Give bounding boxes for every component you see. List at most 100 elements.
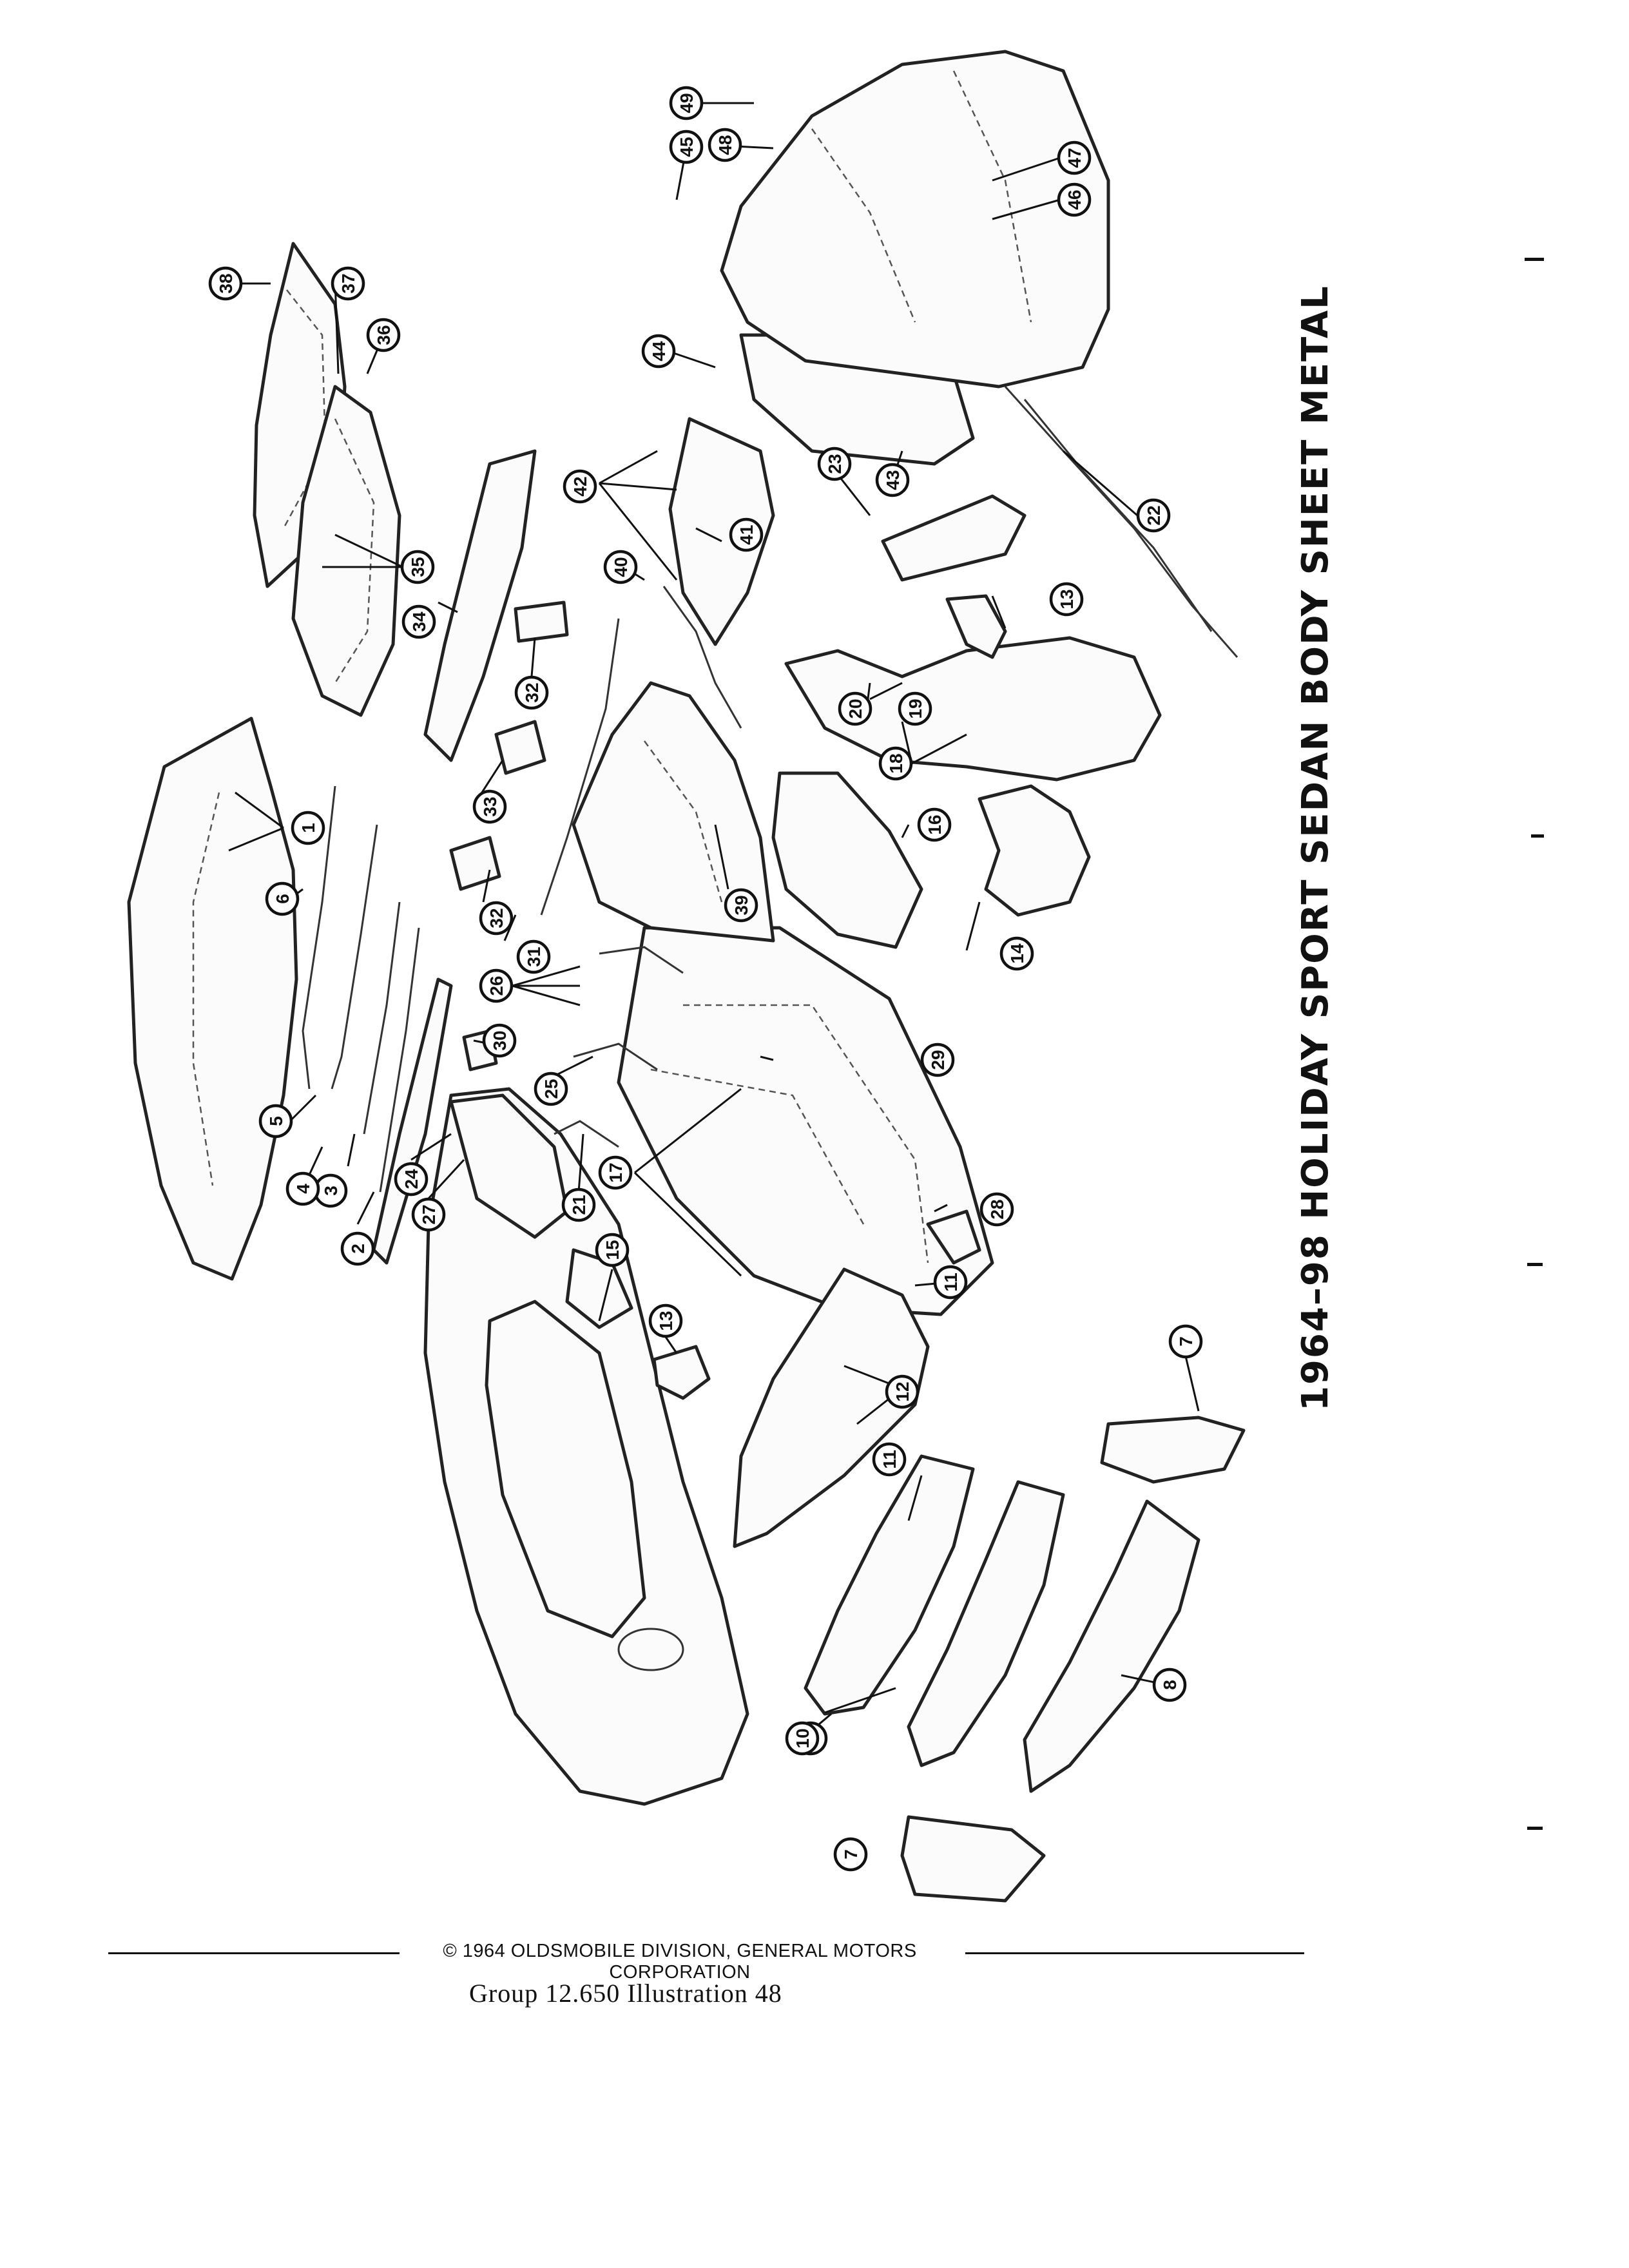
callout-14: 14 xyxy=(999,936,1034,971)
callout-39: 39 xyxy=(724,888,758,923)
leader-lines xyxy=(228,102,1200,1740)
part-plate-32a xyxy=(514,601,569,643)
part-plate-33 xyxy=(494,720,546,775)
part-trunk-lid xyxy=(720,50,1110,389)
part-bracket-13b xyxy=(652,1345,711,1400)
svg-text:2: 2 xyxy=(348,1244,368,1254)
callout-35: 35 xyxy=(400,550,435,584)
callout-17: 17 xyxy=(598,1155,633,1190)
callout-20: 20 xyxy=(838,691,872,726)
part-rear-floor xyxy=(572,681,775,943)
svg-text:27: 27 xyxy=(419,1204,439,1224)
callout-8: 8 xyxy=(1152,1667,1187,1702)
callout-31: 31 xyxy=(516,939,551,974)
callout-12: 12 xyxy=(885,1374,920,1409)
part-rear-bracket xyxy=(978,784,1091,917)
svg-text:13: 13 xyxy=(1057,589,1077,609)
page-title: 1964–98 HOLIDAY SPORT SEDAN BODY SHEET M… xyxy=(1295,285,1336,1411)
svg-text:49: 49 xyxy=(677,93,697,113)
callout-13-left: 13 xyxy=(648,1303,683,1338)
svg-text:12: 12 xyxy=(892,1381,912,1401)
callout-40: 40 xyxy=(603,550,638,584)
callout-29: 29 xyxy=(920,1043,955,1077)
copyright-notice: © 1964 OLDSMOBILE DIVISION, GENERAL MOTO… xyxy=(400,1941,960,1983)
svg-text:25: 25 xyxy=(541,1079,561,1099)
svg-text:11: 11 xyxy=(880,1450,900,1469)
svg-text:15: 15 xyxy=(602,1240,622,1260)
part-sill-31 xyxy=(540,618,620,916)
svg-text:32: 32 xyxy=(522,682,542,702)
part-crossmember-26 xyxy=(599,946,684,974)
callout-32-lower: 32 xyxy=(479,901,514,936)
svg-text:16: 16 xyxy=(925,814,945,834)
callout-46: 46 xyxy=(1057,182,1092,217)
part-plate-32b xyxy=(449,836,501,891)
svg-text:48: 48 xyxy=(715,135,735,155)
svg-text:13: 13 xyxy=(656,1311,676,1331)
callout-43: 43 xyxy=(875,463,910,497)
svg-text:24: 24 xyxy=(401,1169,421,1189)
callout-5: 5 xyxy=(258,1104,293,1139)
svg-text:5: 5 xyxy=(266,1116,286,1126)
svg-text:17: 17 xyxy=(606,1162,626,1182)
svg-text:29: 29 xyxy=(928,1050,948,1070)
svg-text:44: 44 xyxy=(649,341,669,361)
part-lower-panel-8 xyxy=(1023,1499,1200,1793)
part-crossmember-25 xyxy=(573,1043,658,1071)
svg-text:35: 35 xyxy=(408,557,428,577)
svg-text:6: 6 xyxy=(273,894,293,904)
part-crossmember-21 xyxy=(554,1120,619,1148)
callout-24: 24 xyxy=(394,1162,429,1196)
svg-text:39: 39 xyxy=(731,895,751,915)
svg-text:23: 23 xyxy=(825,454,845,474)
callout-21: 21 xyxy=(561,1187,596,1222)
part-wheelhouse xyxy=(771,771,923,949)
part-pillar-40 xyxy=(662,586,742,729)
callout-28: 28 xyxy=(979,1192,1014,1227)
callout-47: 47 xyxy=(1057,140,1092,175)
part-molding-5 xyxy=(331,824,378,1090)
svg-text:30: 30 xyxy=(490,1030,510,1050)
svg-text:22: 22 xyxy=(1144,505,1164,525)
callout-11-top: 11 xyxy=(933,1265,968,1300)
callouts: 1 2 3 4 5 6 7 8 9 10 11 12 13 14 15 16 1… xyxy=(208,86,1203,1872)
callout-25: 25 xyxy=(534,1072,568,1106)
callout-6: 6 xyxy=(265,881,300,916)
callout-3: 3 xyxy=(313,1173,348,1208)
part-molding-3 xyxy=(379,927,420,1193)
callout-2: 2 xyxy=(340,1231,375,1266)
part-molding-6 xyxy=(302,785,336,1090)
callout-27: 27 xyxy=(411,1197,446,1232)
svg-text:32: 32 xyxy=(487,908,506,928)
svg-text:10: 10 xyxy=(793,1728,813,1748)
callout-18: 18 xyxy=(878,746,913,781)
svg-text:40: 40 xyxy=(611,557,631,577)
callout-36: 36 xyxy=(366,318,401,352)
part-corner-cap-top xyxy=(1100,1416,1246,1484)
svg-text:8: 8 xyxy=(1160,1680,1180,1690)
svg-text:19: 19 xyxy=(905,698,925,718)
svg-text:1: 1 xyxy=(298,823,318,833)
callout-44: 44 xyxy=(641,334,676,369)
svg-text:14: 14 xyxy=(1007,943,1027,964)
svg-text:3: 3 xyxy=(321,1186,341,1196)
part-molding-4 xyxy=(363,901,401,1135)
callout-37: 37 xyxy=(331,266,365,301)
part-roof-inner xyxy=(291,385,401,717)
svg-text:33: 33 xyxy=(480,796,500,816)
svg-text:34: 34 xyxy=(409,611,429,632)
callout-19: 19 xyxy=(898,691,932,726)
svg-text:4: 4 xyxy=(293,1184,313,1194)
svg-text:43: 43 xyxy=(883,470,903,490)
callout-30: 30 xyxy=(482,1023,517,1058)
callout-34: 34 xyxy=(401,604,436,639)
svg-text:11: 11 xyxy=(941,1273,961,1292)
svg-text:46: 46 xyxy=(1065,189,1084,209)
callout-49: 49 xyxy=(669,86,704,120)
svg-text:47: 47 xyxy=(1065,148,1084,168)
callout-10: 10 xyxy=(785,1721,820,1756)
callout-22: 22 xyxy=(1136,498,1171,533)
callout-11-bottom: 11 xyxy=(872,1442,907,1477)
svg-text:21: 21 xyxy=(569,1195,589,1215)
